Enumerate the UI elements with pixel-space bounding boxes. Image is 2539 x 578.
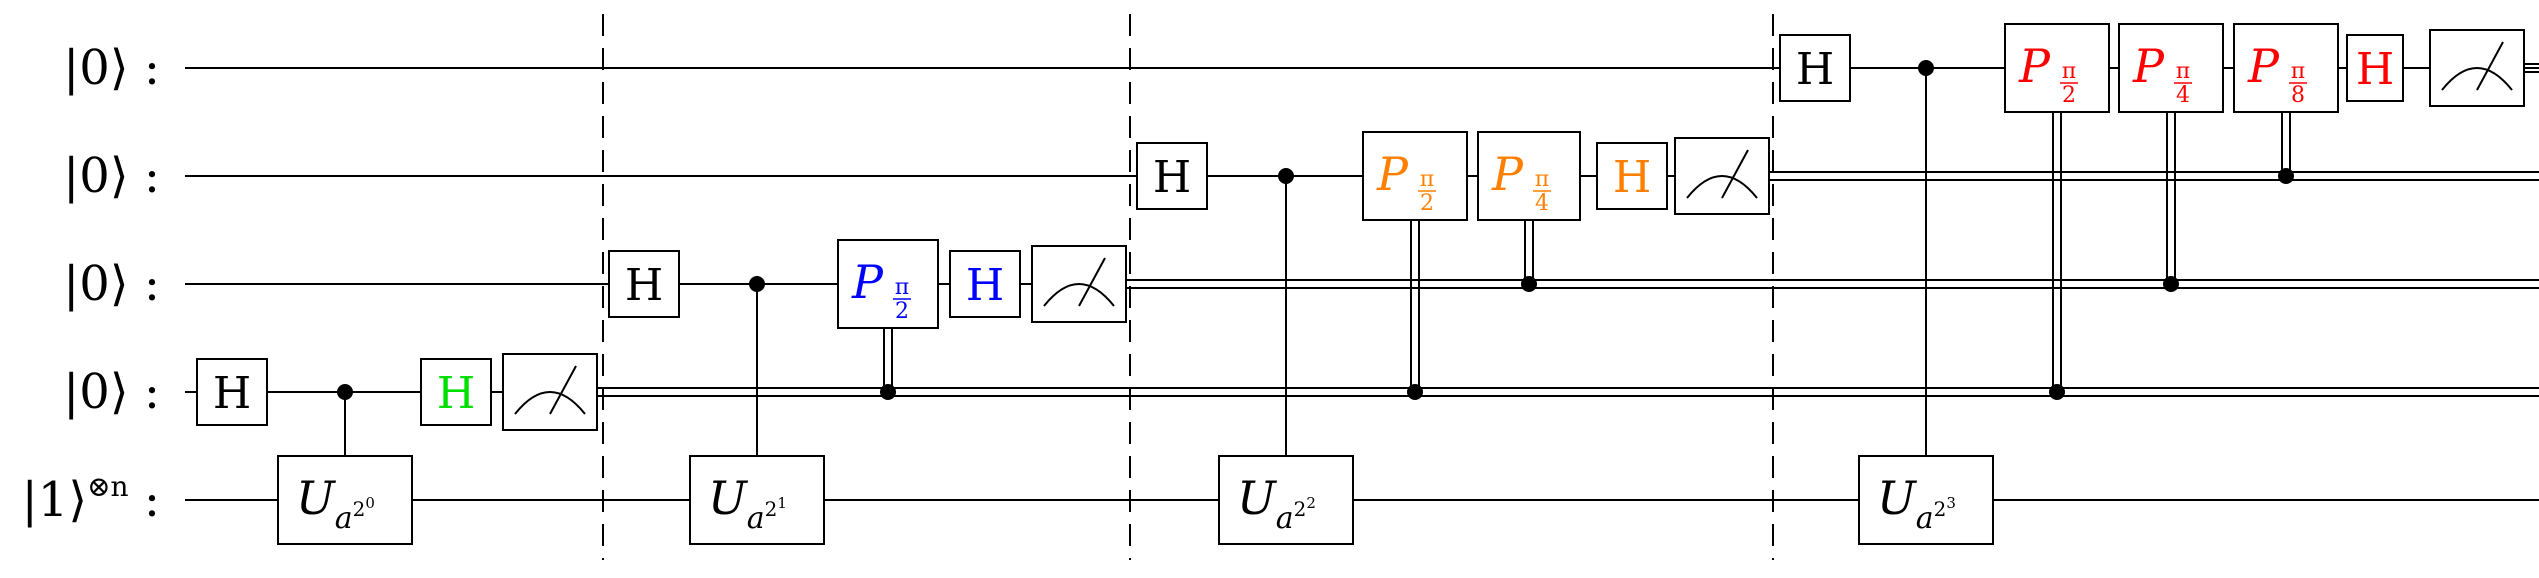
register-labels: |0⟩ : |0⟩ : |0⟩ : |0⟩ : |1⟩⊗n :	[22, 40, 160, 528]
stage-1: H Ua20 H	[196, 353, 598, 545]
control-dot	[1918, 60, 1934, 76]
target-register-label: |1⟩⊗n :	[22, 470, 160, 528]
meter-needle	[1721, 149, 1749, 199]
meter-arc	[514, 391, 586, 415]
hadamard-gate	[420, 358, 492, 426]
meter-needle	[1078, 257, 1106, 307]
controlled-u-gate	[689, 455, 825, 545]
hadamard-label: H	[625, 260, 663, 311]
classical-control-dot	[1407, 384, 1423, 400]
qubit-label: |0⟩ :	[63, 148, 160, 204]
meter-needle	[2476, 41, 2504, 91]
measurement-gate	[2429, 29, 2525, 107]
phase-numerator: π	[895, 275, 909, 300]
phase-gate-label: P	[1376, 147, 1409, 201]
phase-gate	[1362, 131, 1468, 221]
phase-numerator: π	[1535, 167, 1549, 192]
phase-gate	[837, 239, 939, 329]
classical-control-dot	[1521, 276, 1537, 292]
controlled-u-label: Ua20	[296, 471, 375, 536]
hadamard-gate	[196, 358, 268, 426]
hadamard-gate	[1779, 34, 1851, 102]
controlled-u-label: Ua22	[1237, 471, 1316, 536]
control-dot	[749, 276, 765, 292]
controlled-u-gate	[1218, 455, 1354, 545]
phase-gate-label: P	[2247, 39, 2280, 93]
meter-arc	[2441, 67, 2513, 91]
qubit-label: |0⟩ :	[63, 40, 160, 96]
meter-needle	[549, 365, 577, 415]
control-dot	[337, 384, 353, 400]
classical-control-dot	[2278, 168, 2294, 184]
hadamard-gate	[949, 250, 1021, 318]
phase-numerator: π	[1420, 167, 1434, 192]
phase-gate	[2118, 23, 2224, 113]
measurement-gate	[1031, 245, 1127, 323]
phase-gate	[1477, 131, 1581, 221]
hadamard-label: H	[2356, 44, 2394, 95]
phase-numerator: π	[2291, 59, 2305, 84]
phase-denominator: 8	[2291, 83, 2305, 108]
hadamard-label: H	[213, 368, 251, 419]
hadamard-label: H	[966, 260, 1004, 311]
meter-arc	[1043, 283, 1115, 307]
hadamard-label: H	[437, 368, 475, 419]
hadamard-label: H	[1153, 152, 1191, 203]
phase-numerator: π	[2176, 59, 2190, 84]
qubit-label: |0⟩ :	[63, 364, 160, 420]
hadamard-gate	[2346, 34, 2404, 102]
phase-denominator: 4	[1535, 191, 1549, 216]
phase-denominator: 2	[1420, 191, 1434, 216]
controlled-u-label: Ua21	[708, 471, 787, 536]
phase-denominator: 2	[895, 299, 909, 324]
controlled-u-gate	[277, 455, 413, 545]
hadamard-label: H	[1796, 44, 1834, 95]
phase-gate-label: P	[851, 255, 884, 309]
phase-gate-label: P	[2132, 39, 2165, 93]
classical-control-dot	[880, 384, 896, 400]
phase-gate-label: P	[2018, 39, 2051, 93]
meter-arc	[1686, 175, 1758, 199]
wires	[185, 63, 2539, 501]
qubit-label: |0⟩ :	[63, 256, 160, 312]
hadamard-gate	[608, 250, 680, 318]
measurement-gate	[502, 353, 598, 431]
phase-numerator: π	[2062, 59, 2076, 84]
control-dot	[1278, 168, 1294, 184]
classical-control-dot	[2163, 276, 2179, 292]
phase-denominator: 2	[2062, 83, 2076, 108]
classical-control-dot	[2049, 384, 2065, 400]
measurement-gate	[1674, 137, 1770, 215]
controlled-u-label: Ua23	[1877, 471, 1956, 536]
hadamard-label: H	[1613, 152, 1651, 203]
phase-gate	[2233, 23, 2339, 113]
phase-gate-label: P	[1491, 147, 1524, 201]
hadamard-gate	[1596, 142, 1668, 210]
phase-denominator: 4	[2176, 83, 2190, 108]
hadamard-gate	[1136, 142, 1208, 210]
controlled-u-gate	[1858, 455, 1994, 545]
phase-gate	[2004, 23, 2110, 113]
